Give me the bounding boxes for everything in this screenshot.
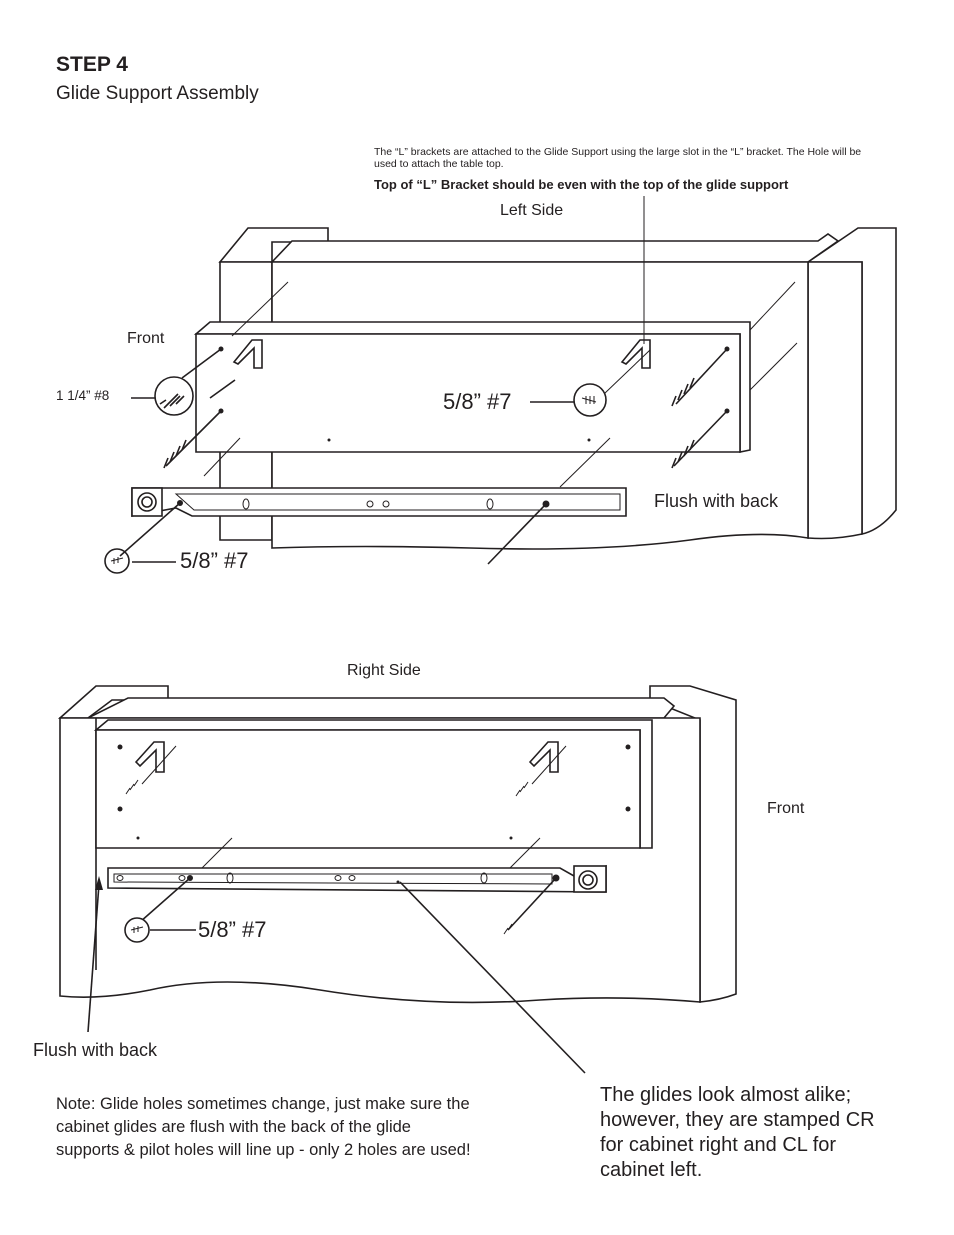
- bracket-attachment-note: The “L” brackets are attached to the Gli…: [374, 146, 862, 170]
- front-label-bottom: Front: [767, 800, 805, 817]
- step-subtitle: Glide Support Assembly: [56, 83, 259, 104]
- right-side-label: Right Side: [347, 662, 421, 679]
- short-screw-label-glide-bottom: 5/8” #7: [198, 917, 267, 942]
- glide-holes-note: Note: Glide holes sometimes change, just…: [56, 1095, 471, 1159]
- short-screw-label-glide-top: 5/8” #7: [180, 548, 249, 573]
- left-side-assembly-diagram: [104, 196, 897, 574]
- step-title: STEP 4: [56, 53, 128, 76]
- bracket-alignment-note: Top of “L” Bracket should be even with t…: [374, 177, 789, 192]
- long-screw-label: 1 1/4” #8: [56, 388, 110, 403]
- flush-with-back-label-bottom: Flush with back: [33, 1040, 158, 1060]
- front-label-top: Front: [127, 330, 165, 347]
- left-side-label: Left Side: [500, 202, 564, 219]
- right-side-assembly-diagram: [57, 685, 737, 1074]
- flush-with-back-label-top: Flush with back: [654, 491, 779, 511]
- glides-alike-note: The glides look almost alike; however, t…: [600, 1084, 875, 1181]
- short-screw-label-bracket: 5/8” #7: [443, 389, 512, 414]
